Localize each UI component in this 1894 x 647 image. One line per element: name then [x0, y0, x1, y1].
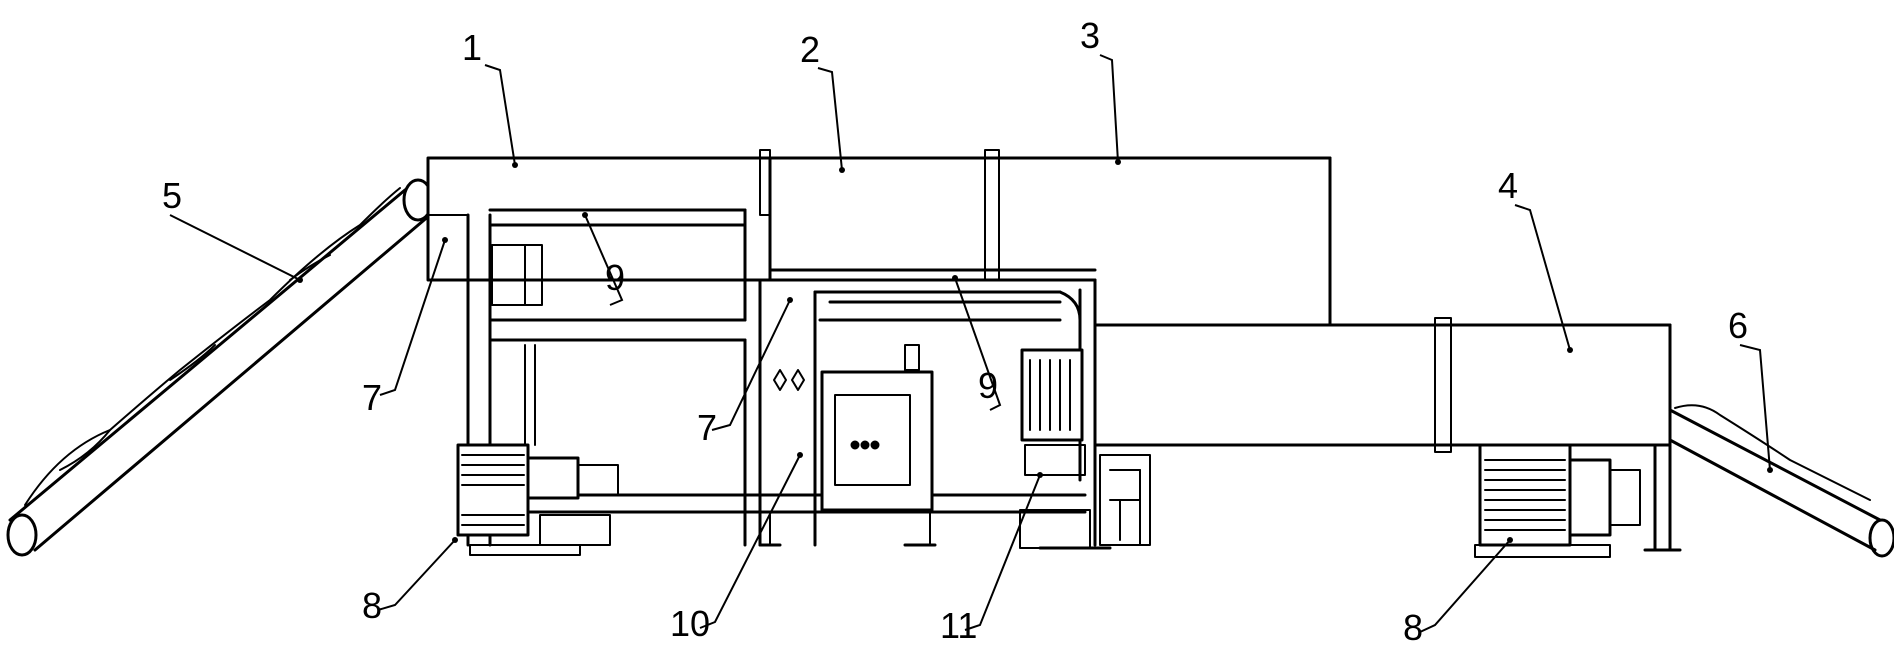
leader-dot-7a [442, 237, 448, 243]
label-2: 2 [800, 29, 820, 70]
leader-dot-8b [1507, 537, 1513, 543]
label-4: 4 [1498, 165, 1518, 206]
label-7b: 7 [697, 407, 717, 448]
drum-section-2 [759, 149, 1332, 282]
leader-lines [169, 54, 1773, 633]
motor-middle [1019, 454, 1151, 550]
motor-right [1474, 443, 1641, 558]
leader-dot-7b [787, 297, 793, 303]
leader-5 [169, 214, 301, 281]
motor-left [456, 443, 619, 556]
leader-8b [1419, 539, 1511, 633]
label-3: 3 [1080, 15, 1100, 56]
leader-4 [1514, 204, 1571, 351]
leader-8a [377, 539, 456, 611]
leader-7b [711, 299, 791, 431]
leader-dot-5 [297, 277, 303, 283]
middle-frame [758, 278, 1097, 547]
leader-dot-3 [1115, 159, 1121, 165]
label-5: 5 [162, 175, 182, 216]
leader-10 [699, 454, 801, 629]
label-7a: 7 [362, 377, 382, 418]
drawing-lines [6, 149, 1894, 558]
leader-6 [1739, 344, 1771, 471]
leader-dot-11 [1037, 472, 1043, 478]
label-11: 11 [940, 605, 977, 646]
drum-section-4 [1093, 317, 1682, 552]
label-10: 10 [670, 603, 710, 644]
leader-9a [584, 214, 624, 306]
fan-11 [1020, 348, 1086, 476]
leader-dot-9b [952, 275, 958, 281]
leader-dot-9a [582, 212, 588, 218]
leader-3 [1099, 54, 1119, 163]
label-8b: 8 [1403, 607, 1423, 647]
leader-dot-8a [452, 537, 458, 543]
discharge-conveyor [1668, 404, 1894, 558]
drum-section-1 [426, 156, 772, 282]
leader-2 [817, 67, 843, 171]
label-9a: 9 [605, 257, 625, 298]
leader-dot-6 [1767, 467, 1773, 473]
feed-conveyor [6, 178, 434, 557]
leader-9b [954, 277, 1002, 411]
leader-dot-4 [1567, 347, 1573, 353]
leader-dot-2 [839, 167, 845, 173]
label-9b: 9 [978, 365, 998, 406]
label-6: 6 [1728, 305, 1748, 346]
label-1: 1 [462, 27, 482, 68]
leader-11 [964, 474, 1041, 631]
leader-1 [484, 64, 516, 166]
leader-dot-10 [797, 452, 803, 458]
reference-labels: 1 2 3 4 5 6 7 7 8 8 9 9 10 11 [162, 15, 1748, 647]
label-8a: 8 [362, 585, 382, 626]
leader-dot-1 [512, 162, 518, 168]
leader-7a [379, 239, 446, 396]
